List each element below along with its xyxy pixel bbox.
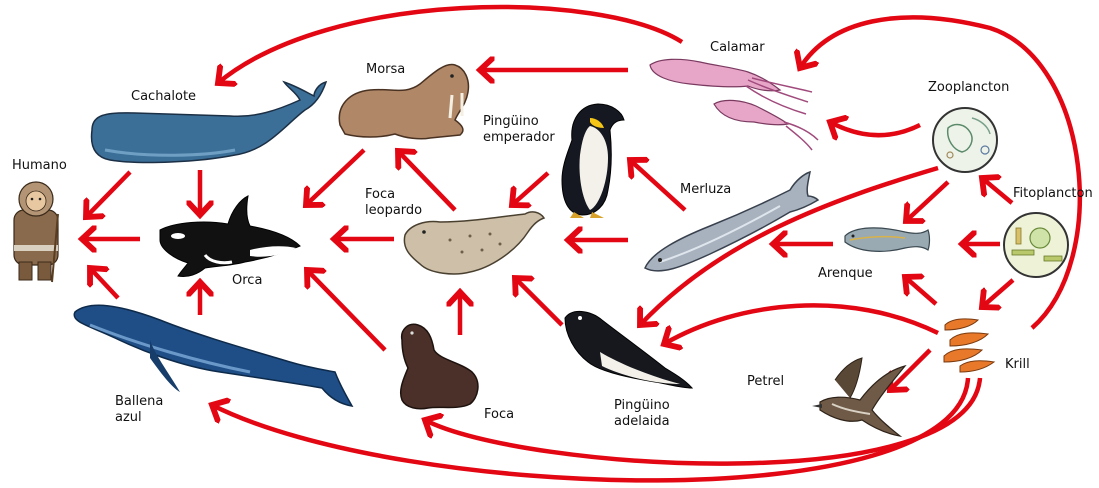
label-foca-leopardo-line2: leopardo xyxy=(365,203,422,219)
emperor-penguin-icon xyxy=(562,104,624,218)
orca-icon xyxy=(160,196,300,277)
arrow-krill-to-pinguino-adelaida xyxy=(664,305,938,344)
label-zooplancton: Zooplancton xyxy=(928,80,1009,96)
arrow-ballena-azul-to-humano xyxy=(90,268,118,298)
label-pinguino-adelaida-line1: Pingüino xyxy=(614,398,670,414)
label-pinguino-emperador-line1: Pingüino xyxy=(483,114,555,130)
label-arenque: Arenque xyxy=(818,266,873,282)
sperm-whale-icon xyxy=(92,82,326,162)
phytoplankton-icon xyxy=(1004,213,1068,277)
label-calamar: Calamar xyxy=(710,40,765,56)
label-fitoplancton: Fitoplancton xyxy=(1013,186,1093,202)
zooplankton-icon xyxy=(933,108,997,172)
petrel-icon xyxy=(812,358,905,436)
label-ballena-azul-line2: azul xyxy=(115,410,163,426)
label-humano: Humano xyxy=(12,158,67,174)
arrow-merluza-to-pinguino-emperador xyxy=(630,160,685,210)
label-foca-leopardo: Foca leopardo xyxy=(365,187,422,219)
label-ballena-azul: Ballena azul xyxy=(115,394,163,426)
arrow-pinguino-adelaida-to-foca-leopardo xyxy=(515,278,562,325)
label-morsa: Morsa xyxy=(366,62,405,78)
label-petrel: Petrel xyxy=(747,374,784,390)
arrow-krill-to-arenque xyxy=(905,277,936,304)
label-foca: Foca xyxy=(484,407,514,423)
arrow-zooplancton-to-calamar xyxy=(830,122,920,135)
label-pinguino-adelaida: Pingüino adelaida xyxy=(614,398,670,430)
label-cachalote: Cachalote xyxy=(131,89,196,105)
label-orca: Orca xyxy=(232,273,262,289)
arrow-fitoplancton-to-zooplancton xyxy=(982,178,1012,203)
leopard-seal-icon xyxy=(404,212,544,274)
arrow-krill-to-ballena-azul xyxy=(212,378,968,480)
blue-whale-icon xyxy=(74,305,352,406)
herring-icon xyxy=(845,228,930,251)
seal-icon xyxy=(401,324,478,408)
krill-icon xyxy=(944,319,994,372)
arrow-pinguino-emperador-to-foca-leopardo xyxy=(512,173,548,205)
arrow-foca-to-orca xyxy=(307,270,385,350)
arrow-fitoplancton-to-krill xyxy=(982,280,1013,307)
label-pinguino-emperador: Pingüino emperador xyxy=(483,114,555,146)
label-pinguino-emperador-line2: emperador xyxy=(483,130,555,146)
arrow-morsa-to-orca xyxy=(306,150,364,205)
arrow-zooplancton-to-arenque xyxy=(906,182,948,221)
label-foca-leopardo-line1: Foca xyxy=(365,187,422,203)
label-merluza: Merluza xyxy=(680,182,731,198)
inuit-person-icon xyxy=(14,182,58,282)
label-pinguino-adelaida-line2: adelaida xyxy=(614,414,670,430)
squid-icon xyxy=(650,59,818,150)
arrow-cachalote-to-humano xyxy=(86,172,130,217)
adelie-penguin-icon xyxy=(565,311,692,388)
label-ballena-azul-line1: Ballena xyxy=(115,394,163,410)
label-krill: Krill xyxy=(1005,357,1030,373)
